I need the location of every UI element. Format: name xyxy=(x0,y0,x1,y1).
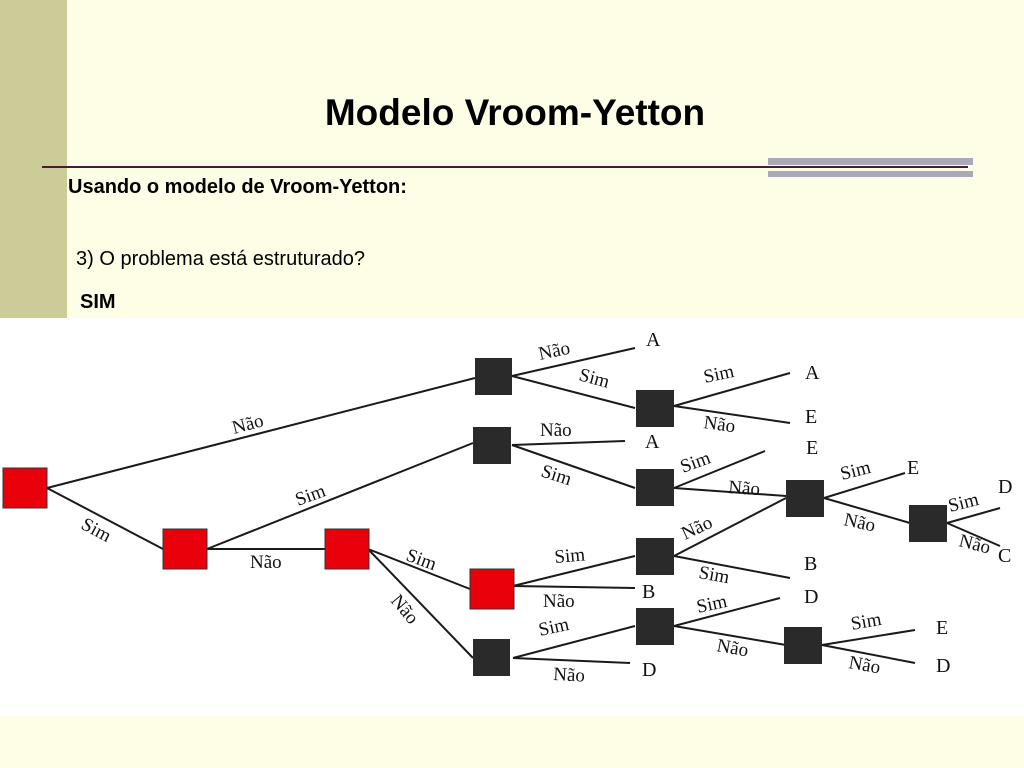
label-h-nao: Não xyxy=(957,530,993,558)
slide-subtitle: Usando o modelo de Vroom-Yetton: xyxy=(68,176,407,198)
leaf-labels: A A E A E E D C B B D E D D xyxy=(642,329,1012,681)
answer-text: SIM xyxy=(80,291,116,313)
leaf-a3: A xyxy=(645,431,660,453)
label-n3-sim: Sim xyxy=(403,545,439,575)
label-c-sim: Sim xyxy=(702,361,737,388)
label-e-sim: Sim xyxy=(554,544,587,568)
leaf-e2: E xyxy=(806,437,818,459)
leaf-a2: A xyxy=(805,362,820,384)
question-text: 3) O problema está estruturado? xyxy=(76,248,366,270)
leaf-c1: C xyxy=(998,545,1011,567)
label-j-nao: Não xyxy=(715,635,750,661)
label-b-nao: Não xyxy=(540,420,572,441)
label-h-sim: Sim xyxy=(946,489,981,517)
node-k xyxy=(784,627,822,664)
tree-nodes xyxy=(2,358,947,676)
label-root-sim: Sim xyxy=(78,514,115,547)
branch-labels: Não Sim Sim Não Sim Não Não Sim Sim Não … xyxy=(78,338,993,687)
node-j xyxy=(636,608,674,645)
node-b xyxy=(473,427,511,464)
tree-edges xyxy=(46,347,1001,664)
node-d xyxy=(636,469,674,506)
label-n2-sim: Sim xyxy=(293,480,329,510)
leaf-b2: B xyxy=(642,581,655,603)
label-f-nao: Não xyxy=(678,512,716,544)
leaf-d4: D xyxy=(642,659,656,681)
left-accent-band xyxy=(0,0,67,320)
node-level-2 xyxy=(162,528,208,570)
label-n2-nao: Não xyxy=(250,552,282,573)
label-k-nao: Não xyxy=(847,652,882,678)
label-e-nao: Não xyxy=(543,591,575,612)
label-d-nao: Não xyxy=(728,477,761,500)
label-i-nao: Não xyxy=(553,664,586,687)
label-n3-nao: Não xyxy=(386,591,422,629)
title-divider xyxy=(42,166,968,168)
label-i-sim: Sim xyxy=(537,614,572,641)
label-a-sim: Sim xyxy=(577,365,612,393)
node-f xyxy=(636,538,674,575)
leaf-b1: B xyxy=(804,553,817,575)
label-g-sim: Sim xyxy=(838,457,873,485)
label-j-sim: Sim xyxy=(695,591,730,618)
leaf-d1: D xyxy=(998,476,1012,498)
node-i xyxy=(473,639,510,676)
node-a xyxy=(475,358,512,395)
node-level-3 xyxy=(324,528,370,570)
node-current xyxy=(469,568,515,610)
leaf-a1: A xyxy=(646,329,661,351)
label-f-sim: Sim xyxy=(697,562,731,588)
decision-tree-panel: Não Sim Sim Não Sim Não Não Sim Sim Não … xyxy=(0,318,1024,716)
root-node xyxy=(2,467,48,509)
node-c xyxy=(636,390,674,427)
leaf-d2: D xyxy=(804,586,818,608)
leaf-e1: E xyxy=(805,406,817,428)
label-k-sim: Sim xyxy=(849,609,883,635)
label-g-nao: Não xyxy=(842,509,877,536)
node-g xyxy=(786,480,824,517)
decorative-bar-top xyxy=(768,158,973,165)
node-h xyxy=(909,505,947,542)
decorative-bar-bottom xyxy=(768,171,973,177)
decision-tree: Não Sim Sim Não Sim Não Não Sim Sim Não … xyxy=(2,329,1012,687)
leaf-e4: E xyxy=(936,617,948,639)
slide-title: Modelo Vroom-Yetton xyxy=(324,92,706,133)
leaf-e3: E xyxy=(907,457,919,479)
leaf-d3: D xyxy=(936,655,950,677)
label-c-nao: Não xyxy=(702,412,736,437)
label-root-nao: Não xyxy=(230,410,266,438)
label-a-nao: Não xyxy=(537,338,572,365)
